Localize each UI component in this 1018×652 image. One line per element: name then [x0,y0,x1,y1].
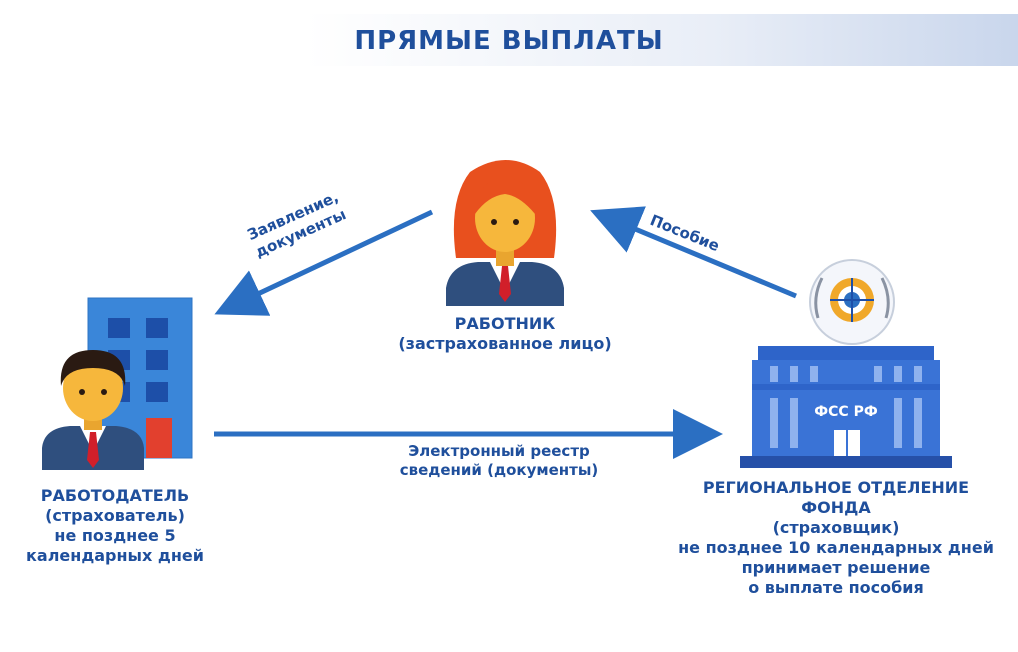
header-band [0,14,1018,66]
building-sign: ФСС РФ [814,404,878,420]
worker-woman-icon [446,160,564,306]
arrow-fund-to-worker [590,206,797,299]
employer-deadline-unit: календарных дней [26,546,204,565]
employer-label: РАБОТОДАТЕЛЬ (страхователь) не позднее 5… [10,486,220,566]
registry-arrow-label: Электронный реестр сведений (документы) [364,442,634,480]
fund-building-icon: ФСС РФ [740,346,952,468]
fund-label: РЕГИОНАЛЬНОЕ ОТДЕЛЕНИЕ ФОНДА (страховщик… [666,478,1006,598]
page-title: ПРЯМЫЕ ВЫПЛАТЫ [354,26,664,56]
worker-title: РАБОТНИК [454,314,556,333]
arrow-worker-to-employer [214,209,434,316]
fund-deadline: не позднее 10 календарных дней [678,538,994,557]
fund-decision: принимает решение [741,558,931,577]
fund-decision-subject: о выплате пособия [748,578,924,597]
employer-deadline: не позднее 5 [54,526,176,545]
worker-label: РАБОТНИК (застрахованное лицо) [370,314,640,354]
registry-label-line2: сведений (документы) [399,461,599,479]
fund-subtitle: (страховщик) [772,518,900,537]
registry-label-line1: Электронный реестр [408,442,590,460]
employer-man-icon [42,350,144,470]
fund-title-line2: ФОНДА [801,498,871,517]
fund-title-line1: РЕГИОНАЛЬНОЕ ОТДЕЛЕНИЕ [702,478,970,497]
employer-title: РАБОТОДАТЕЛЬ [40,486,190,505]
fss-emblem-icon [809,259,895,345]
employer-subtitle: (страхователь) [45,506,185,525]
worker-subtitle: (застрахованное лицо) [398,334,612,353]
